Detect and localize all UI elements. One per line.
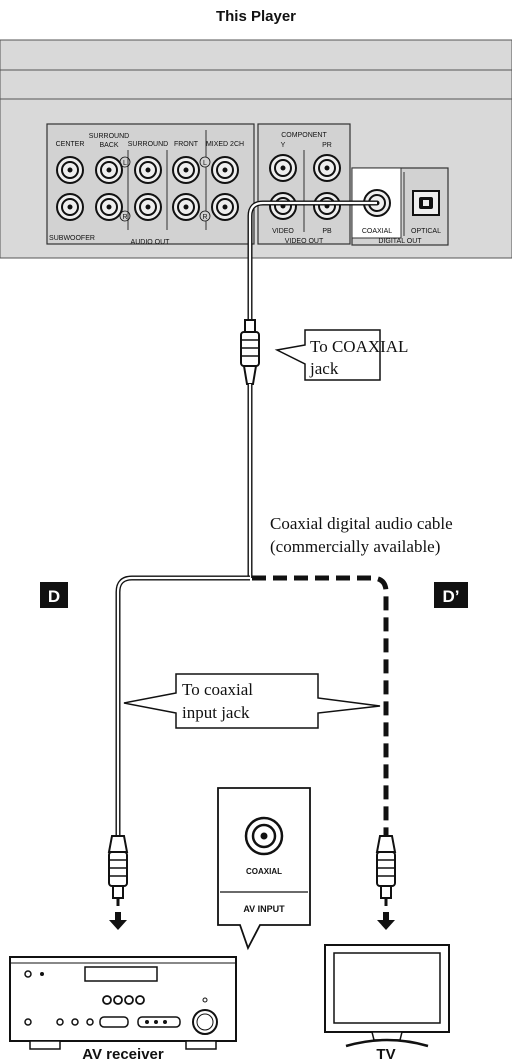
jack-subwoofer [56,193,84,221]
av-input-card: COAXIAL AV INPUT [217,787,311,951]
callout-to-coaxial-jack: To COAXIAL jack [274,329,408,381]
jack-component-pb [313,192,341,220]
right-channel-marker-2: R [199,210,211,222]
diagram-title: This Player [216,8,296,25]
player-rear-panel: CENTER SURROUND BACK SURROUND FRONT MIXE… [0,39,512,259]
jack-front-l [172,156,200,184]
label-y: Y [281,142,286,149]
label-component: COMPONENT [281,132,327,139]
callout-to-coaxial-input-line2: input jack [182,703,250,722]
jack-component-y [269,154,297,182]
label-coaxial: COAXIAL [362,228,392,235]
audio-out-section: CENTER SURROUND BACK SURROUND FRONT MIXE… [46,123,255,246]
cable-branch-av-receiver [115,575,250,836]
rca-plug-av-receiver [107,835,129,906]
video-out-section: COMPONENT Y PR VIDEO PB VIDEO OUT [257,123,351,245]
jack-surround-l [134,156,162,184]
right-channel-marker-1: R [119,210,131,222]
label-center: CENTER [56,141,85,148]
av-input-coaxial-label: COAXIAL [246,867,282,876]
label-mixed-2ch: MIXED 2CH [206,141,244,148]
marker-d-prime: D’ [434,582,468,608]
cable-label-line1: Coaxial digital audio cable [270,514,453,533]
label-pb: PB [322,228,332,235]
jack-surround-back-r [95,193,123,221]
jack-component-pr [313,154,341,182]
av-receiver-label: AV receiver [82,1046,164,1062]
label-optical: OPTICAL [411,228,441,235]
jack-front-r [172,193,200,221]
av-input-label: AV INPUT [243,904,285,914]
svg-text:D’: D’ [443,587,460,606]
digital-out-section: COAXIAL OPTICAL DIGITAL OUT [351,167,449,246]
label-video: VIDEO [272,228,294,235]
callout-to-coaxial-input-jack: To coaxial input jack [123,673,381,729]
tv-device [324,944,450,1048]
label-surround: SURROUND [128,141,168,148]
svg-text:L: L [123,160,127,167]
svg-text:R: R [122,214,127,221]
digital-out-group-label: DIGITAL OUT [378,238,422,245]
jack-surround-r [134,193,162,221]
svg-text:L: L [203,160,207,167]
rca-plug-tv [375,835,397,906]
jack-mixed-2ch-l [211,156,239,184]
jack-mixed-2ch-r [211,193,239,221]
svg-text:D: D [48,587,60,606]
callout-to-coaxial-jack-line1: To COAXIAL [310,337,408,356]
label-surround-back-1: SURROUND [89,133,129,140]
label-front: FRONT [174,141,199,148]
callout-to-coaxial-jack-line2: jack [309,359,339,378]
cable-label-line2: (commercially available) [270,537,440,556]
label-surround-back-2: BACK [99,142,118,149]
coaxial-input-jack-icon [244,816,284,856]
video-out-group-label: VIDEO OUT [285,238,324,245]
jack-center [56,156,84,184]
jack-video [269,192,297,220]
svg-text:R: R [202,214,207,221]
left-channel-marker-2: L [199,156,211,168]
cable-top [247,200,377,320]
rca-plug-top [240,319,260,385]
jack-surround-back-l [95,156,123,184]
label-pr-top: PR [322,142,332,149]
label-subwoofer: SUBWOOFER [49,235,95,242]
marker-d: D [40,582,68,608]
cable-branch-tv [252,575,389,836]
arrow-down-av-receiver [109,912,127,930]
jack-optical [412,190,440,216]
tv-label: TV [376,1046,395,1062]
av-receiver-device [9,956,237,1050]
audio-out-group-label: AUDIO OUT [131,239,171,246]
callout-to-coaxial-input-line1: To coaxial [182,680,253,699]
arrow-down-tv [377,912,395,930]
